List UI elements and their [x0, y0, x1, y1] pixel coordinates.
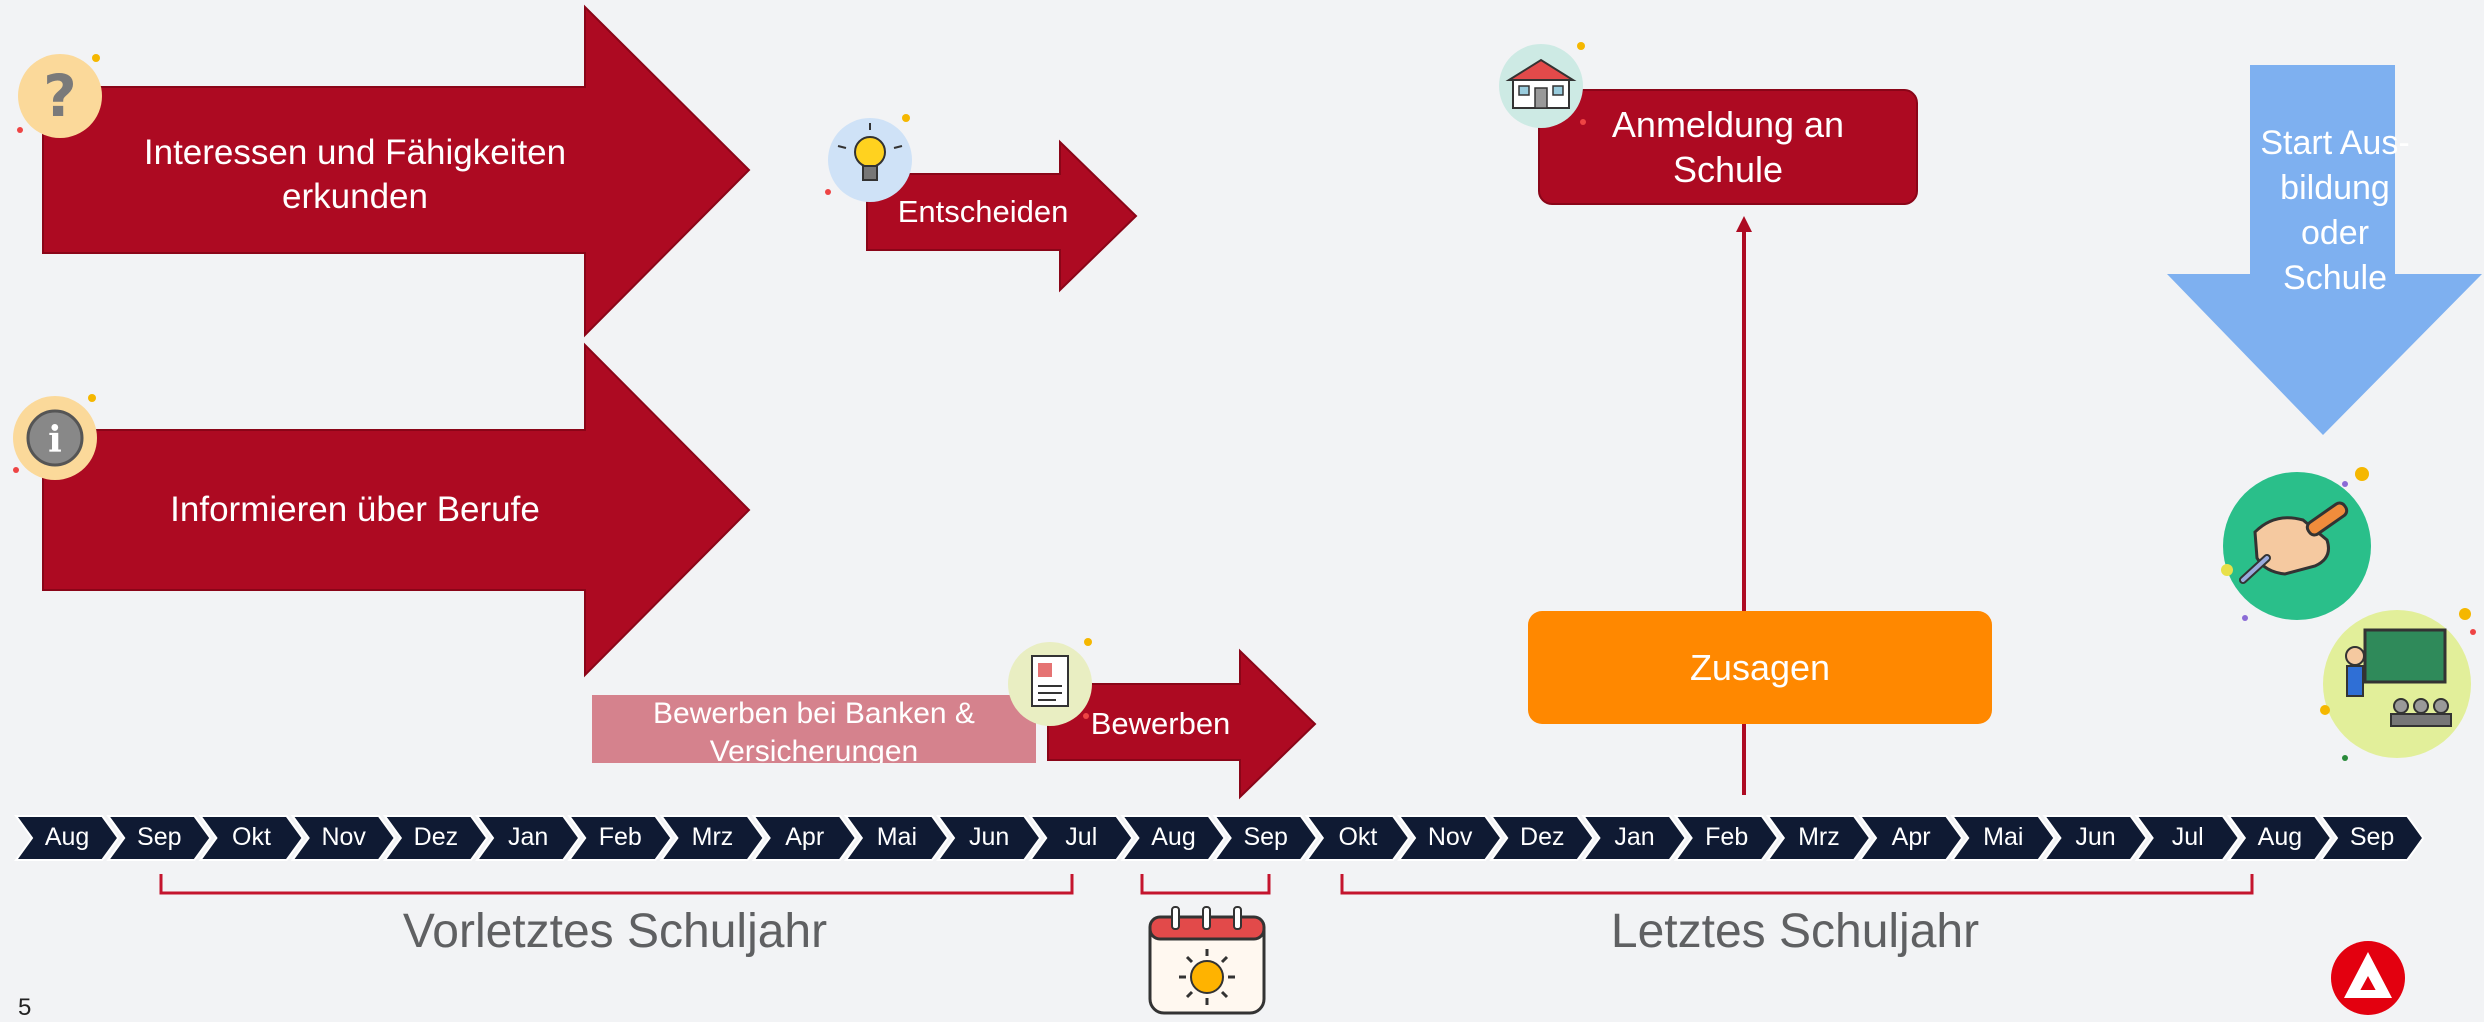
timeline-month-label: Okt	[232, 822, 271, 851]
timeline-chevron	[843, 815, 950, 861]
timeline-month-label: Sep	[2349, 822, 2395, 851]
timeline-chevron	[1304, 815, 1411, 861]
timeline-month-label: Aug	[1151, 822, 1196, 851]
anmeldung-box: Anmeldung an Schule	[1538, 89, 1918, 205]
timeline-chevron	[1581, 815, 1687, 861]
bewerben-label: Bewerben	[1090, 705, 1231, 741]
timeline-month-label: Dez	[1520, 822, 1565, 851]
entscheiden-label: Entscheiden	[897, 193, 1069, 229]
timeline	[14, 815, 2425, 861]
timeline-month-label: Feb	[1705, 822, 1749, 851]
timeline-chevron	[1673, 815, 1780, 861]
interessen-label: Interessen und Fähigkeiten erkunden	[143, 133, 567, 216]
timeline-chevron	[567, 815, 673, 861]
calendar-sun-icon	[1148, 906, 1266, 1015]
timeline-month-label: Aug	[44, 822, 90, 851]
page-number: 5	[18, 994, 32, 1021]
timeline-chevron	[1950, 815, 2056, 861]
arbeitsagentur-logo	[2331, 941, 2405, 1015]
timeline-month-label: Apr	[1891, 822, 1931, 851]
timeline-chevron	[1120, 815, 1226, 861]
timeline-month-label: Jun	[2075, 822, 2116, 851]
interessen-arrow	[42, 4, 751, 678]
timeline-chevron	[1858, 815, 1964, 861]
letztes-schuljahr-label: Letztes Schuljahr	[1610, 905, 1980, 958]
timeline-chevron	[936, 815, 1042, 861]
bewerben-arrow	[1047, 648, 1317, 800]
timeline-chevron	[1028, 815, 1134, 861]
school-building-icon	[1499, 42, 1586, 128]
entscheiden-arrow	[866, 139, 1138, 293]
question-icon: ?	[17, 54, 102, 138]
svg-text:i: i	[48, 419, 62, 461]
timeline-month-label: Feb	[598, 822, 642, 851]
timeline-month-label: Sep	[1243, 822, 1288, 851]
timeline-chevron	[2134, 815, 2241, 861]
timeline-chevron	[106, 815, 212, 861]
timeline-chevron	[1212, 815, 1319, 861]
timeline-chevron	[2226, 815, 2333, 861]
timeline-month-label: Jan	[1614, 822, 1655, 851]
timeline-month-label: Mrz	[691, 822, 734, 851]
timeline-month-label: Sep	[137, 822, 182, 851]
timeline-chevron	[290, 815, 397, 861]
start-label: Start Aus-bildung oder Schule	[2260, 124, 2410, 297]
timeline-month-label: Dez	[413, 822, 459, 851]
timeline-month-label: Mai	[876, 822, 918, 851]
zusagen-box: Zusagen	[1528, 611, 1992, 724]
teacher-classroom-icon	[2320, 608, 2476, 761]
timeline-month-label: Nov	[321, 822, 366, 851]
timeline-month-label: Jul	[2171, 822, 2204, 851]
timeline-month-label: Apr	[785, 822, 825, 851]
timeline-month-label: Okt	[1338, 822, 1378, 851]
timeline-chevron	[475, 815, 581, 861]
informieren-label: Informieren über Berufe	[170, 490, 540, 530]
document-icon	[1008, 638, 1092, 726]
start-arrow	[2167, 65, 2482, 435]
timeline-chevron	[1397, 815, 1503, 861]
timeline-chevron	[2319, 815, 2425, 861]
timeline-month-label: Mrz	[1798, 822, 1840, 851]
svg-text:?: ?	[43, 62, 77, 130]
bewerben-banken-box: Bewerben bei Banken & Versicherungen	[592, 695, 1036, 763]
info-icon: i	[13, 394, 97, 480]
timeline-chevron	[198, 815, 304, 861]
lightbulb-icon	[825, 114, 912, 202]
timeline-chevron	[659, 815, 765, 861]
handshake-wrench-icon	[2221, 467, 2371, 621]
timeline-month-label: Jan	[507, 822, 549, 851]
vorletztes-schuljahr-label: Vorletztes Schuljahr	[402, 905, 828, 958]
timeline-chevron	[2042, 815, 2148, 861]
timeline-month-label: Mai	[1983, 822, 2024, 851]
timeline-chevron	[382, 815, 489, 861]
timeline-month-label: Nov	[1427, 822, 1473, 851]
timeline-month-label: Aug	[2257, 822, 2303, 851]
timeline-month-label: Jun	[968, 822, 1010, 851]
school-year-brackets	[159, 874, 2254, 895]
timeline-chevron	[1489, 815, 1595, 861]
timeline-chevron	[14, 815, 120, 861]
timeline-month-label: Jul	[1065, 822, 1098, 851]
timeline-chevron	[751, 815, 858, 861]
timeline-chevron	[1765, 815, 1872, 861]
